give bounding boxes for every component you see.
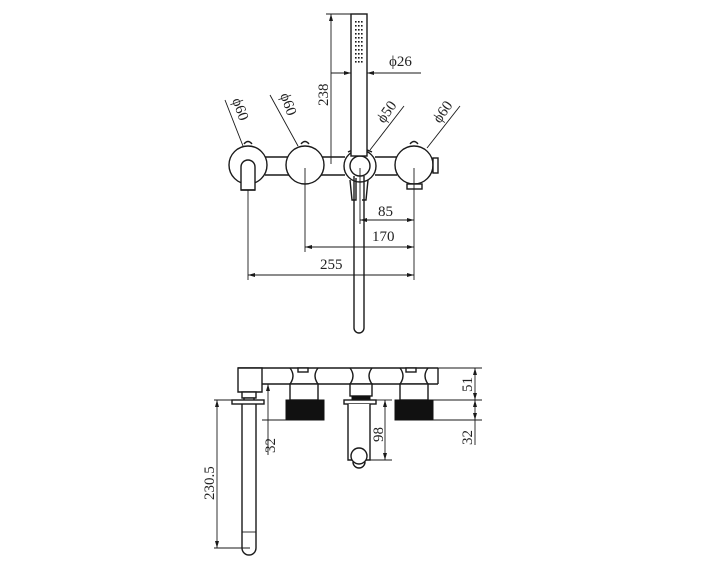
handle-knurled-left [285, 383, 325, 421]
dim-spacing-total: 255 [320, 257, 343, 273]
dim-hand-shower-height: 238 [316, 84, 332, 107]
handle-knurled-right [394, 383, 434, 421]
dim-spout-length: 230.5 [202, 466, 218, 500]
holder-side [343, 383, 377, 469]
dim-holder-diameter: ϕ50 [374, 98, 400, 126]
dim-holder-projection: 98 [371, 427, 387, 442]
dim-body-height: 51 [460, 377, 476, 392]
spout [231, 399, 265, 556]
dim-handle-depth-left: 32 [263, 438, 279, 453]
shower-nozzles [355, 21, 363, 63]
front-view: ϕ26 238 ϕ60 ϕ60 ϕ50 ϕ60 85 170 [224, 13, 461, 334]
hand-shower [350, 13, 368, 157]
dim-spacing-mid: 170 [372, 229, 395, 245]
side-view: 230.5 32 98 51 32 [202, 367, 482, 556]
dim-handle-1-diameter: ϕ60 [228, 96, 251, 123]
dim-spacing-small: 85 [378, 204, 393, 220]
handle-3 [394, 140, 439, 190]
dim-handle-depth-right: 32 [460, 430, 476, 445]
dim-hand-shower-diameter: ϕ26 [389, 54, 412, 70]
connecting-bar [265, 156, 397, 176]
dim-handle-2-diameter: ϕ60 [276, 91, 299, 118]
dim-handle-3-diameter: ϕ60 [430, 98, 456, 126]
handle-1-spout [228, 140, 268, 191]
